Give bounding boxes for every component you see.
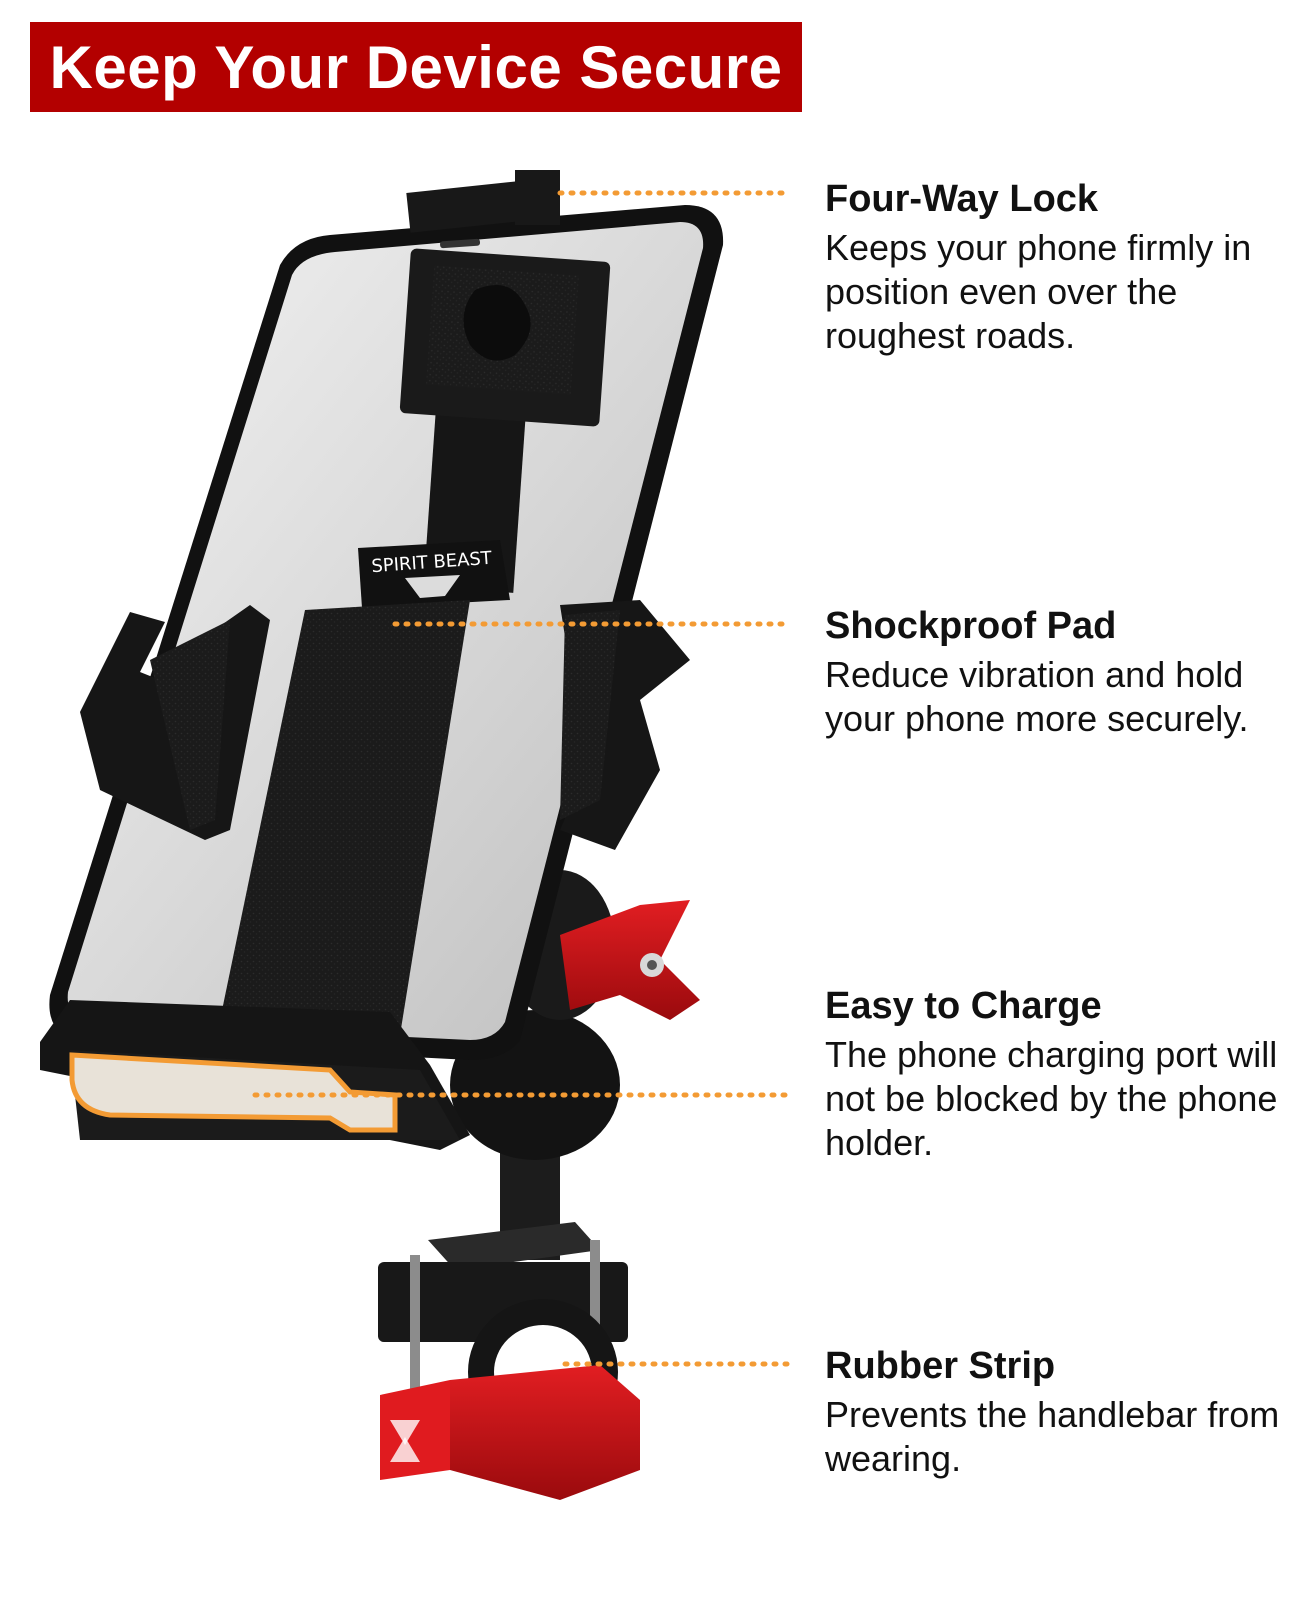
- callout-description: The phone charging port will not be bloc…: [825, 1034, 1278, 1163]
- brand-emblem-icon: [390, 1420, 420, 1445]
- leader-lines: [252, 190, 793, 1367]
- left-grip-arm: [80, 605, 270, 840]
- banner-title: Keep Your Device Secure: [49, 33, 783, 101]
- callout-shockproof-pad: Shockproof Pad Reduce vibration and hold…: [825, 605, 1285, 741]
- right-grip-arm: [560, 600, 690, 850]
- callout-title: Four-Way Lock: [825, 178, 1099, 220]
- title-banner: Keep Your Device Secure: [30, 22, 802, 112]
- callout-four-way-lock: Four-Way Lock Keeps your phone firmly in…: [825, 178, 1285, 358]
- brand-emblem-icon: [405, 575, 460, 598]
- callout-title: Easy to Charge: [825, 985, 1102, 1027]
- callout-title: Rubber Strip: [825, 1345, 1056, 1387]
- red-lower-clamp: [380, 1365, 640, 1500]
- red-tightening-knob: [560, 900, 700, 1020]
- callout-rubber-strip: Rubber Strip Prevents the handlebar from…: [825, 1345, 1285, 1481]
- callout-easy-to-charge: Easy to Charge The phone charging port w…: [825, 985, 1285, 1165]
- charging-port-cutout: [69, 1052, 398, 1133]
- callout-description: Prevents the handlebar from wearing.: [825, 1394, 1280, 1479]
- callout-description: Keeps your phone firmly in position even…: [825, 227, 1252, 356]
- callout-description: Reduce vibration and hold your phone mor…: [825, 654, 1249, 739]
- handlebar-clamp: [378, 1140, 640, 1500]
- shockproof-pad: SPIRIT BEAST: [220, 540, 510, 1035]
- callout-title: Shockproof Pad: [825, 605, 1117, 647]
